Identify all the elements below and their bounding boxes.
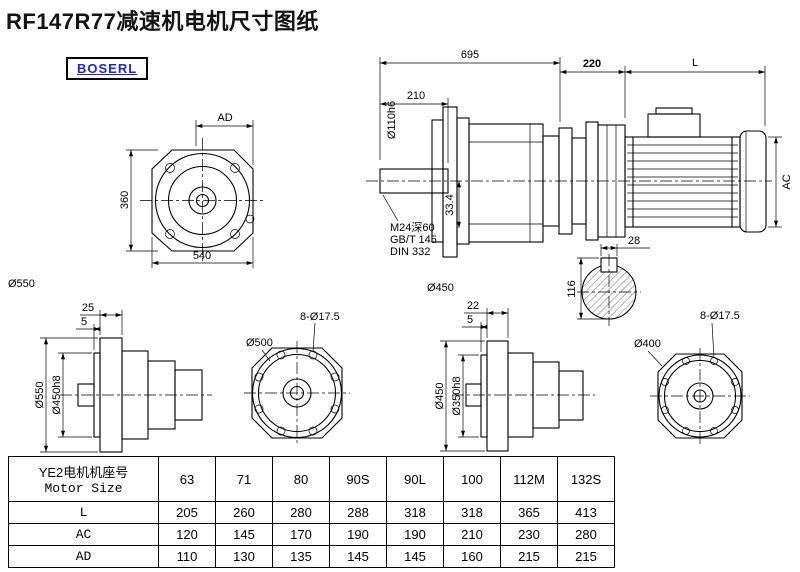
table-cell: 260 — [215, 501, 273, 524]
dim-L: L — [692, 57, 698, 69]
table-cell: 215 — [500, 545, 558, 568]
label-d500: Ø500 — [246, 337, 273, 349]
dim-28: 28 — [628, 235, 640, 247]
table-row-AC: AC 120 145 170 190 190 210 230 280 — [8, 523, 615, 546]
table-cell: 413 — [557, 501, 615, 524]
dim-220: 220 — [583, 58, 601, 70]
table-cell: 280 — [557, 523, 615, 546]
table-cell: 190 — [386, 523, 444, 546]
table-cell: 190 — [329, 523, 387, 546]
motor-size-header-en: Motor Size — [44, 481, 123, 496]
size-col-header: 100 — [443, 456, 501, 502]
size-col-header: 90S — [329, 456, 387, 502]
table-header-row: YE2电机机座号 Motor Size 63 71 80 90S 90L 100… — [8, 456, 615, 502]
table-cell: 230 — [500, 523, 558, 546]
row-label: AC — [8, 523, 159, 546]
dim-540: 540 — [193, 250, 211, 262]
label-flange-550: Ø550 — [8, 278, 35, 290]
table-row-L: L 205 260 280 288 318 318 365 413 — [8, 501, 615, 524]
table-cell: 318 — [443, 501, 501, 524]
dim-695: 695 — [461, 49, 479, 61]
table-cell: 145 — [329, 545, 387, 568]
dim-5-a: 5 — [81, 316, 87, 328]
label-shaft-diameter: Ø110h6 — [386, 101, 398, 139]
table-cell: 160 — [443, 545, 501, 568]
table-cell: 318 — [386, 501, 444, 524]
size-col-header: 112M — [500, 456, 558, 502]
table-cell: 365 — [500, 501, 558, 524]
note-tap-hole: M24深60 — [390, 221, 435, 234]
dim-AC: AC — [781, 174, 793, 189]
motor-size-header: YE2电机机座号 Motor Size — [8, 456, 159, 502]
output-shaft — [379, 168, 449, 194]
assembly-side-view: 695 210 Ø110h6 M24深60 GB/T 145 DIN 332 3… — [366, 49, 793, 326]
table-cell: 210 — [443, 523, 501, 546]
label-holes-b: 8-Ø17.5 — [700, 310, 740, 322]
table-cell: 145 — [215, 523, 273, 546]
label-holes-a: 8-Ø17.5 — [300, 311, 340, 323]
fan-cowl — [739, 130, 767, 233]
dim-116: 116 — [566, 280, 578, 298]
note-standard-din: DIN 332 — [390, 246, 430, 258]
table-cell: 135 — [272, 545, 330, 568]
table-cell: 120 — [158, 523, 216, 546]
note-standard-gbt: GB/T 145 — [390, 234, 437, 246]
table-cell: 110 — [158, 545, 216, 568]
size-col-header: 90L — [386, 456, 444, 502]
shaft-end-section-view: 28 116 — [566, 235, 650, 326]
table-cell: 280 — [272, 501, 330, 524]
dim-25: 25 — [82, 302, 94, 314]
row-label: L — [8, 501, 159, 524]
motor-size-header-cn: YE2电机机座号 — [38, 465, 129, 480]
flange550-side-view: 25 5 Ø550 Ø450h8 — [34, 302, 212, 453]
table-cell: 145 — [386, 545, 444, 568]
flange450-front-view: 8-Ø17.5 Ø400 — [634, 310, 750, 444]
label-d550-rotated: Ø550 — [34, 382, 46, 409]
size-col-header: 80 — [272, 456, 330, 502]
dim-ad: AD — [217, 112, 232, 124]
flange550-front-view: 8-Ø17.5 Ø500 — [244, 311, 350, 446]
dim-5-b: 5 — [467, 314, 473, 326]
row-label: AD — [8, 545, 159, 568]
flange450-side-view: 22 5 Ø450 Ø350h8 — [434, 300, 595, 452]
bolt-holes — [254, 350, 340, 436]
table-cell: 288 — [329, 501, 387, 524]
dim-210: 210 — [407, 90, 425, 102]
label-flange-450: Ø450 — [427, 282, 454, 294]
size-col-header: 132S — [557, 456, 615, 502]
label-d450h8-rotated: Ø450h8 — [51, 375, 63, 414]
size-col-header: 63 — [158, 456, 216, 502]
page-title: RF147R77减速机电机尺寸图纸 — [6, 9, 319, 34]
label-d400: Ø400 — [634, 338, 661, 350]
table-row-AD: AD 110 130 135 145 145 160 215 215 — [8, 545, 615, 568]
brand-logo: BOSERL — [66, 57, 149, 80]
table-cell: 205 — [158, 501, 216, 524]
dim-22: 22 — [467, 300, 479, 312]
table-cell: 130 — [215, 545, 273, 568]
table-cell: 170 — [272, 523, 330, 546]
dimension-table: YE2电机机座号 Motor Size 63 71 80 90S 90L 100… — [8, 456, 615, 568]
table-cell: 215 — [557, 545, 615, 568]
gearbox-housing — [431, 106, 626, 258]
size-col-header: 71 — [215, 456, 273, 502]
label-d450-rotated: Ø450 — [434, 383, 446, 410]
dim-360: 360 — [119, 191, 131, 209]
terminal-box — [647, 107, 701, 138]
dim-33-4: 33.4 — [444, 194, 456, 215]
label-d350h8-rotated: Ø350h8 — [451, 376, 463, 415]
output-flange-front-view: AD 360 540 Ø550 — [8, 112, 266, 290]
motor-body — [624, 136, 741, 228]
